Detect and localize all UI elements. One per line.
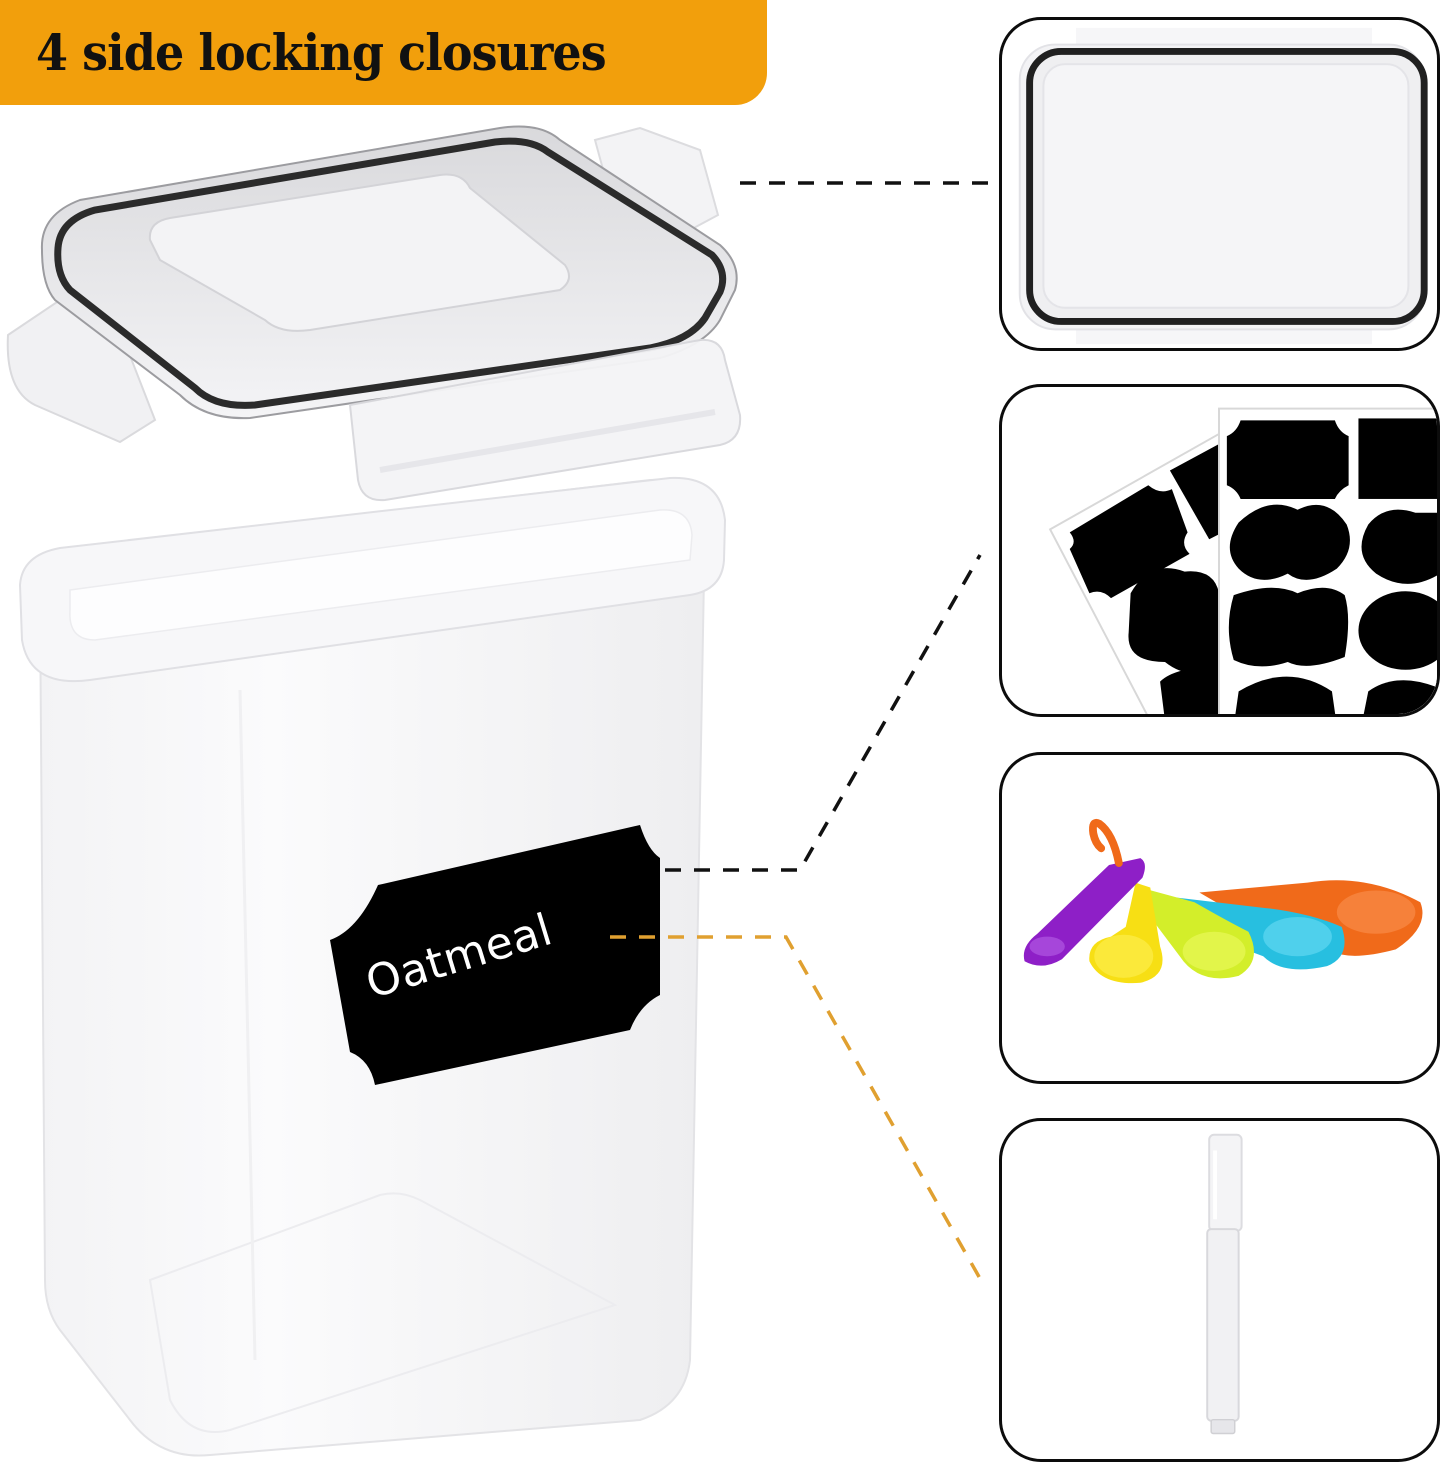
title-banner: 4 side locking closures	[0, 0, 767, 105]
container-body	[18, 476, 727, 1457]
lid-with-silicone-gasket-icon	[1018, 27, 1428, 345]
panel-chalkboard-labels	[999, 384, 1440, 717]
panel-measuring-spoons	[999, 752, 1440, 1084]
panel-marker	[999, 1118, 1440, 1462]
connector-labels	[665, 554, 982, 872]
lid	[6, 125, 742, 502]
measuring-spoons-icon	[1023, 818, 1423, 984]
connector-marker	[610, 935, 984, 1283]
container-label-text: Oatmeal	[360, 904, 559, 1009]
chalkboard-label-stickers-icon	[1048, 407, 1437, 714]
oatmeal-label	[330, 825, 660, 1085]
panel-lid-seal	[999, 17, 1440, 351]
banner-title: 4 side locking closures	[36, 23, 607, 82]
white-chalk-marker-icon	[1206, 1133, 1243, 1435]
connector-lines	[610, 181, 988, 1283]
